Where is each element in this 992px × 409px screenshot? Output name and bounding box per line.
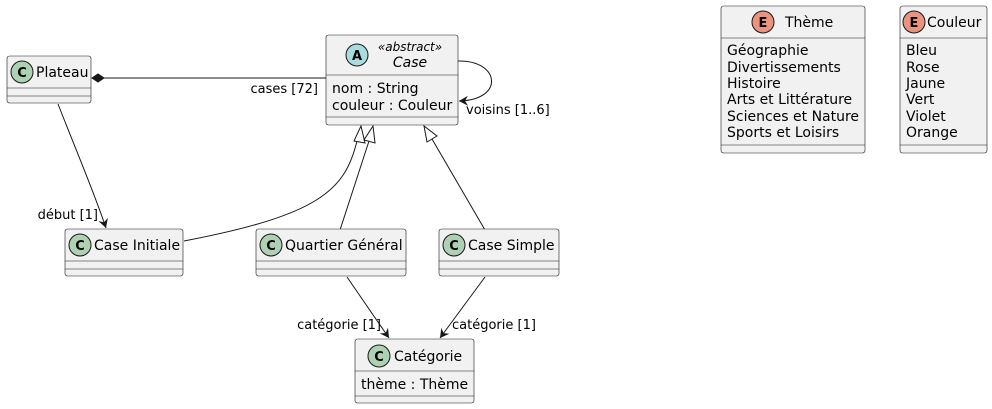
class-categorie[interactable]: C Catégorie thème : Thème <box>354 338 475 404</box>
enum-value: Rose <box>906 60 940 76</box>
enum-value: Arts et Littérature <box>727 92 852 108</box>
enum-value: Sciences et Nature <box>727 109 859 125</box>
label-simple-categorie: catégorie [1] <box>452 318 536 333</box>
enum-value: Sports et Loisirs <box>727 125 839 141</box>
class-name: Case <box>393 55 427 71</box>
edge-qg-categorie: catégorie [1] <box>297 276 390 339</box>
edge-plateau-debut: début [1] <box>38 103 108 229</box>
generalization-arrowhead <box>363 124 376 144</box>
class-stereotype: «abstract» <box>378 40 442 54</box>
enum-name: Couleur <box>927 15 982 31</box>
label-cases: cases [72] <box>251 82 318 97</box>
abstract-badge-icon <box>345 43 369 67</box>
attribute-couleur: couleur : Couleur <box>332 98 452 114</box>
edge-qg-generalization <box>339 124 376 231</box>
edge-case-voisins: voisins [1..6] <box>457 60 550 118</box>
generalization-arrowhead <box>353 124 366 144</box>
class-name: Plateau <box>36 65 88 81</box>
class-badge-icon <box>10 60 34 84</box>
generalization-arrowhead <box>423 124 438 143</box>
edge-simple-generalization <box>423 124 486 231</box>
enum-couleur[interactable]: E Couleur Bleu Rose Jaune Vert Violet Or… <box>899 5 988 154</box>
enum-theme[interactable]: E Thème Géographie Divertissements Histo… <box>720 5 866 154</box>
class-quartier-general[interactable]: C Quartier Général <box>255 228 407 277</box>
class-case[interactable]: A «abstract» Case nom : String couleur :… <box>325 34 459 126</box>
class-name: Case Simple <box>468 238 555 254</box>
enum-value: Divertissements <box>727 60 841 76</box>
enum-value: Jaune <box>905 76 945 92</box>
enum-value: Violet <box>906 109 946 125</box>
class-case-initiale[interactable]: C Case Initiale <box>64 228 184 277</box>
edge-simple-categorie: catégorie [1] <box>439 276 536 339</box>
enum-value: Histoire <box>727 76 781 92</box>
class-badge-letter: C <box>75 239 85 254</box>
label-qg-categorie: catégorie [1] <box>297 318 381 333</box>
class-name: Case Initiale <box>94 238 180 254</box>
abstract-badge-letter: A <box>352 49 362 64</box>
label-voisins: voisins [1..6] <box>466 103 550 118</box>
enum-badge-letter: E <box>759 16 768 31</box>
edge-plateau-cases: cases [72] <box>91 73 326 97</box>
composition-diamond <box>91 73 105 83</box>
enum-badge-letter: E <box>910 16 919 31</box>
class-badge-icon <box>367 344 391 368</box>
class-badge-letter: C <box>374 350 384 365</box>
attribute-nom: nom : String <box>332 81 418 97</box>
enum-badge-icon <box>751 10 775 34</box>
class-badge-letter: C <box>17 66 27 81</box>
enum-value: Géographie <box>727 43 809 59</box>
enum-name: Thème <box>784 15 833 31</box>
class-badge-icon <box>68 233 92 257</box>
class-badge-icon <box>442 233 466 257</box>
class-badge-icon <box>259 233 283 257</box>
class-badge-letter: C <box>449 239 459 254</box>
enum-value: Bleu <box>906 43 937 59</box>
enum-value: Orange <box>906 125 958 141</box>
edge-initiale-generalization <box>183 124 366 242</box>
class-badge-letter: C <box>266 239 276 254</box>
enum-badge-icon <box>902 10 926 34</box>
class-plateau[interactable]: C Plateau <box>6 55 92 104</box>
class-name: Catégorie <box>394 349 462 365</box>
enum-value: Vert <box>906 92 935 108</box>
attribute-theme: thème : Thème <box>361 377 468 393</box>
class-name: Quartier Général <box>285 238 403 254</box>
class-case-simple[interactable]: C Case Simple <box>438 228 560 277</box>
label-debut: début [1] <box>38 208 98 223</box>
